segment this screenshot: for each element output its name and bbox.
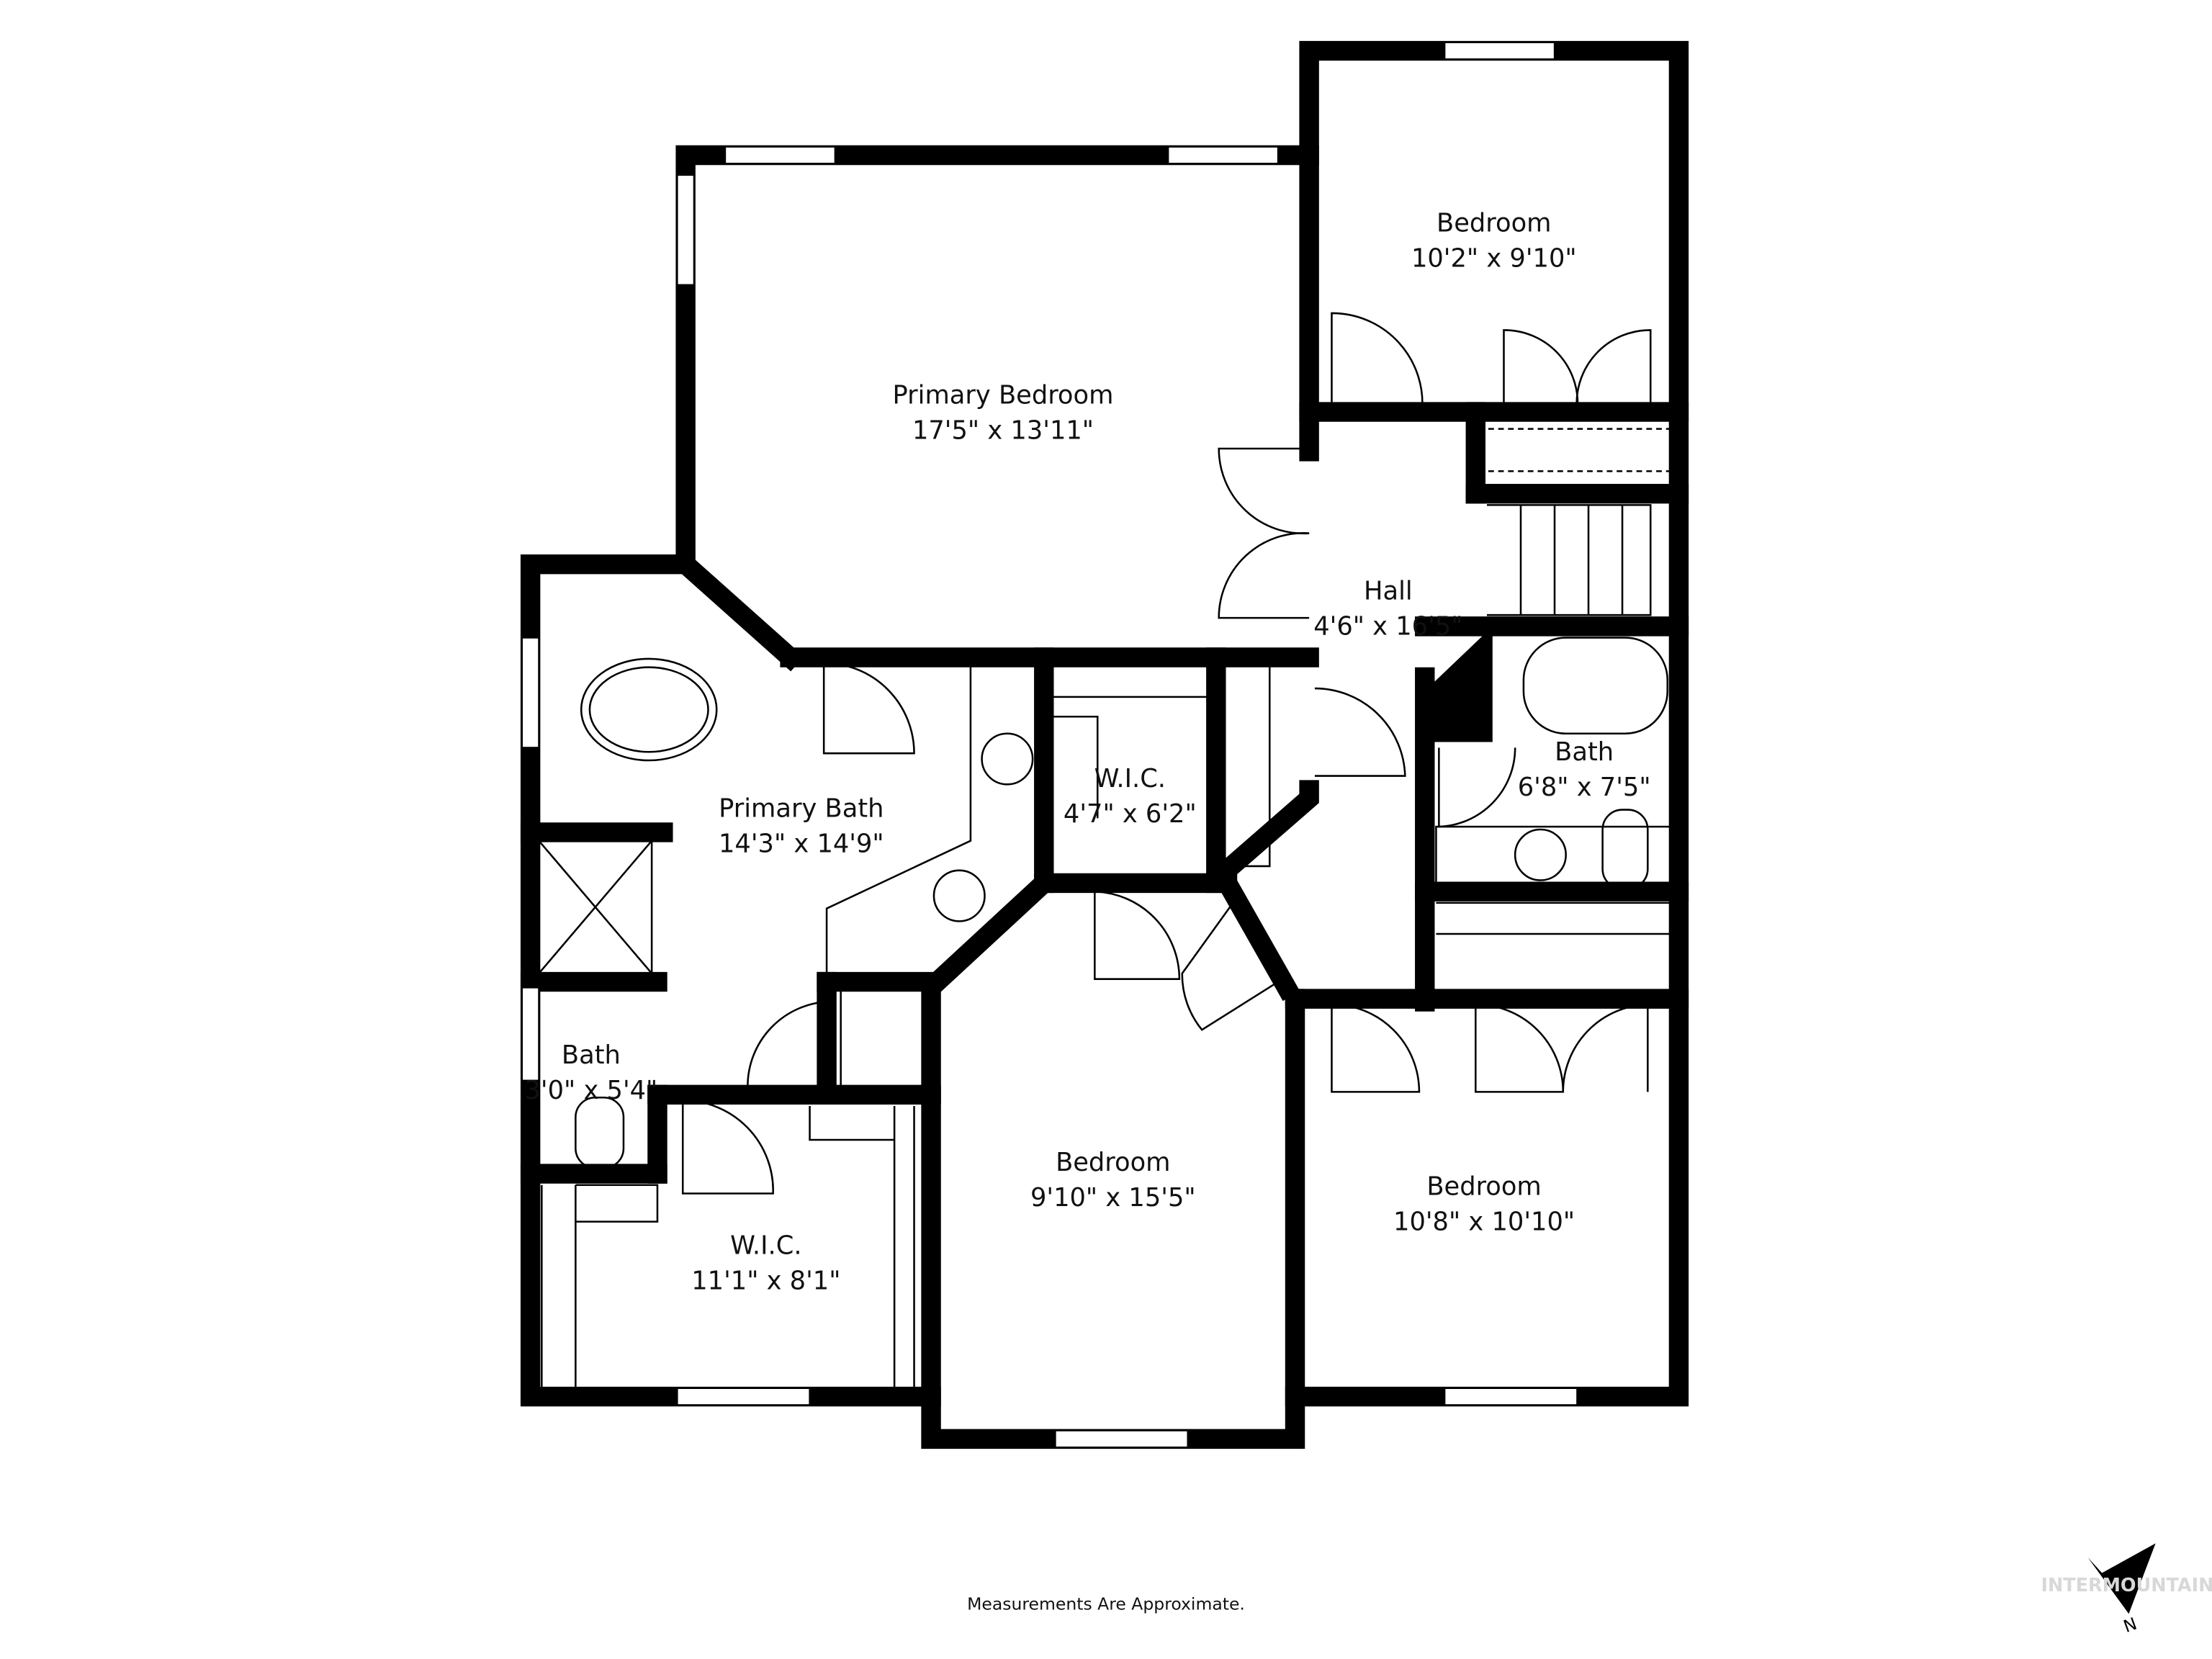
- room-size: 9'10" x 15'5": [1030, 1183, 1196, 1213]
- room-size: 3'0" x 5'4": [524, 1076, 657, 1105]
- room-size: 14'3" x 14'9": [719, 829, 884, 858]
- room-size: 6'8" x 7'5": [1518, 773, 1651, 802]
- room-name: Bedroom: [1437, 208, 1551, 238]
- room-name: Bedroom: [1056, 1148, 1170, 1177]
- room-size: 4'7" x 6'2": [1064, 799, 1197, 829]
- room-name: Primary Bath: [719, 793, 884, 823]
- room-name: W.I.C.: [730, 1231, 801, 1261]
- room-size: 11'1" x 8'1": [691, 1267, 840, 1296]
- windows: [521, 41, 1578, 1449]
- room-name: Hall: [1364, 577, 1413, 606]
- room-name: W.I.C.: [1094, 764, 1166, 793]
- fixtures: [538, 428, 1674, 1388]
- room-size: 4'6" x 16'5": [1313, 612, 1462, 642]
- room-labels: Primary Bedroom 17'5" x 13'11" Bedroom 1…: [524, 208, 1650, 1295]
- room-name: Bedroom: [1426, 1172, 1541, 1201]
- room-size: 10'2" x 9'10": [1411, 243, 1577, 273]
- room-size: 10'8" x 10'10": [1393, 1207, 1575, 1236]
- room-name: Bath: [1555, 737, 1614, 767]
- compass-label: N: [2121, 1614, 2139, 1637]
- room-name: Bath: [562, 1040, 621, 1070]
- room-size: 17'5" x 13'11": [912, 415, 1094, 445]
- doors: [681, 312, 1652, 1195]
- footer-note: Measurements Are Approximate.: [967, 1593, 1245, 1614]
- watermark: INTERMOUNTAIN: [2041, 1575, 2212, 1596]
- room-name: Primary Bedroom: [893, 380, 1114, 410]
